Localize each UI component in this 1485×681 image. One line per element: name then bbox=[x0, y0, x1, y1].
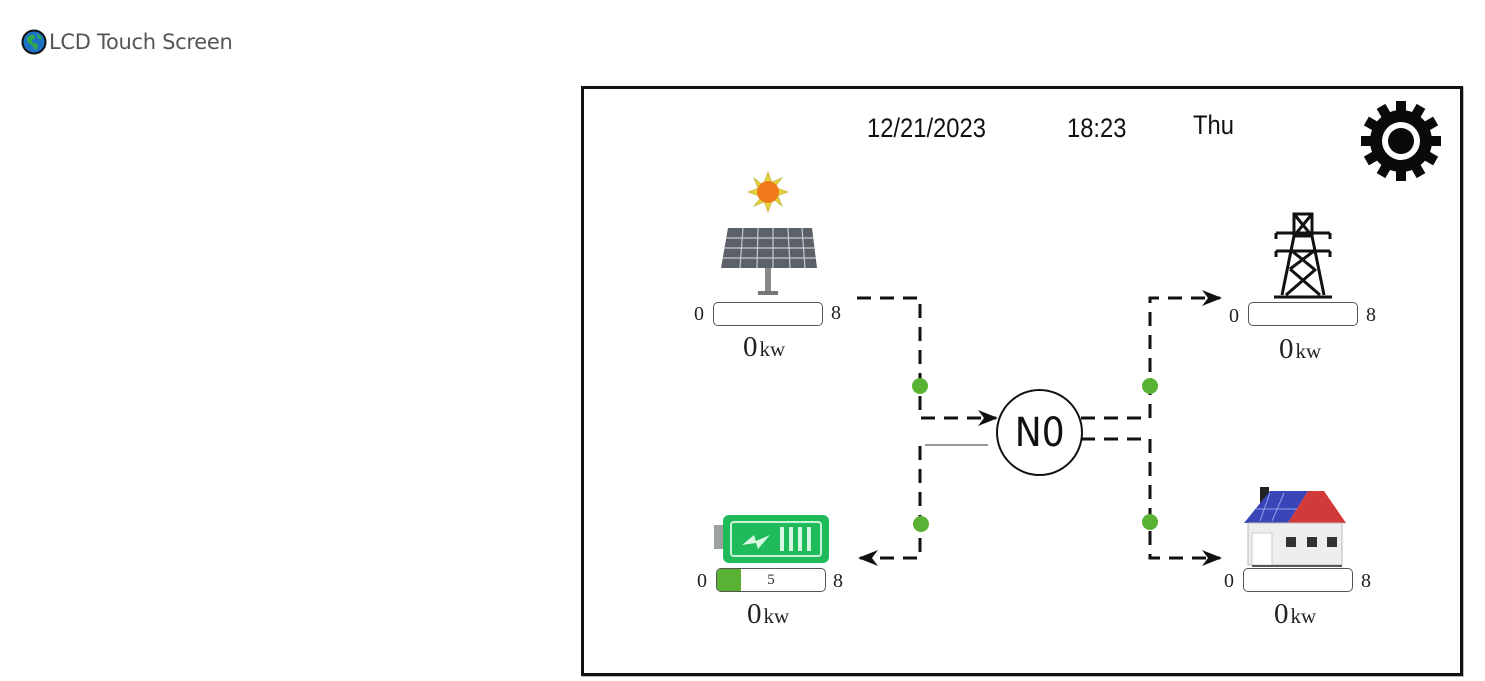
battery-gauge-value: 5 bbox=[767, 572, 775, 588]
solar-gauge bbox=[713, 302, 823, 326]
solar-gauge-value bbox=[714, 303, 822, 325]
power-tower-icon bbox=[1274, 212, 1332, 299]
date-display: 12/21/2023 bbox=[867, 113, 986, 143]
solar-panel-icon bbox=[721, 171, 817, 295]
grid-power: 0kw bbox=[1279, 333, 1321, 366]
home-gauge-min: 0 bbox=[1224, 570, 1234, 592]
grid-gauge-min: 0 bbox=[1229, 305, 1239, 327]
solar-gauge-min: 0 bbox=[694, 303, 704, 325]
home-gauge-value bbox=[1244, 569, 1352, 591]
gear-icon[interactable] bbox=[1360, 100, 1442, 182]
grid-gauge-value bbox=[1249, 303, 1357, 325]
solar-gauge-max: 8 bbox=[831, 302, 841, 324]
solar-power-unit: kw bbox=[759, 337, 786, 361]
time-display: 18:23 bbox=[1067, 113, 1127, 143]
home-power: 0kw bbox=[1274, 598, 1316, 631]
globe-icon bbox=[21, 29, 47, 55]
grid-power-unit: kw bbox=[1295, 339, 1322, 363]
battery-gauge-min: 0 bbox=[697, 570, 707, 592]
battery-gauge: 5 bbox=[716, 568, 826, 592]
battery-power: 0kw bbox=[747, 598, 789, 631]
app-title: LCD Touch Screen bbox=[21, 29, 233, 55]
app-title-text: LCD Touch Screen bbox=[49, 30, 233, 54]
grid-power-value: 0 bbox=[1279, 333, 1294, 365]
solar-power-value: 0 bbox=[743, 331, 758, 363]
battery-gauge-max: 8 bbox=[833, 570, 843, 592]
home-power-unit: kw bbox=[1290, 604, 1317, 628]
home-power-value: 0 bbox=[1274, 598, 1289, 630]
weekday-display: Thu bbox=[1193, 110, 1234, 140]
battery-gauge-fill bbox=[717, 569, 741, 591]
grid-gauge-max: 8 bbox=[1366, 304, 1376, 326]
battery-icon bbox=[714, 515, 829, 563]
solar-power: 0kw bbox=[743, 331, 785, 364]
mode-label: N0 bbox=[1014, 409, 1065, 456]
mode-indicator[interactable]: N0 bbox=[996, 389, 1083, 476]
battery-power-value: 0 bbox=[747, 598, 762, 630]
battery-power-unit: kw bbox=[763, 604, 790, 628]
home-gauge-max: 8 bbox=[1361, 570, 1371, 592]
home-gauge bbox=[1243, 568, 1353, 592]
grid-gauge bbox=[1248, 302, 1358, 326]
house-icon bbox=[1244, 487, 1346, 567]
